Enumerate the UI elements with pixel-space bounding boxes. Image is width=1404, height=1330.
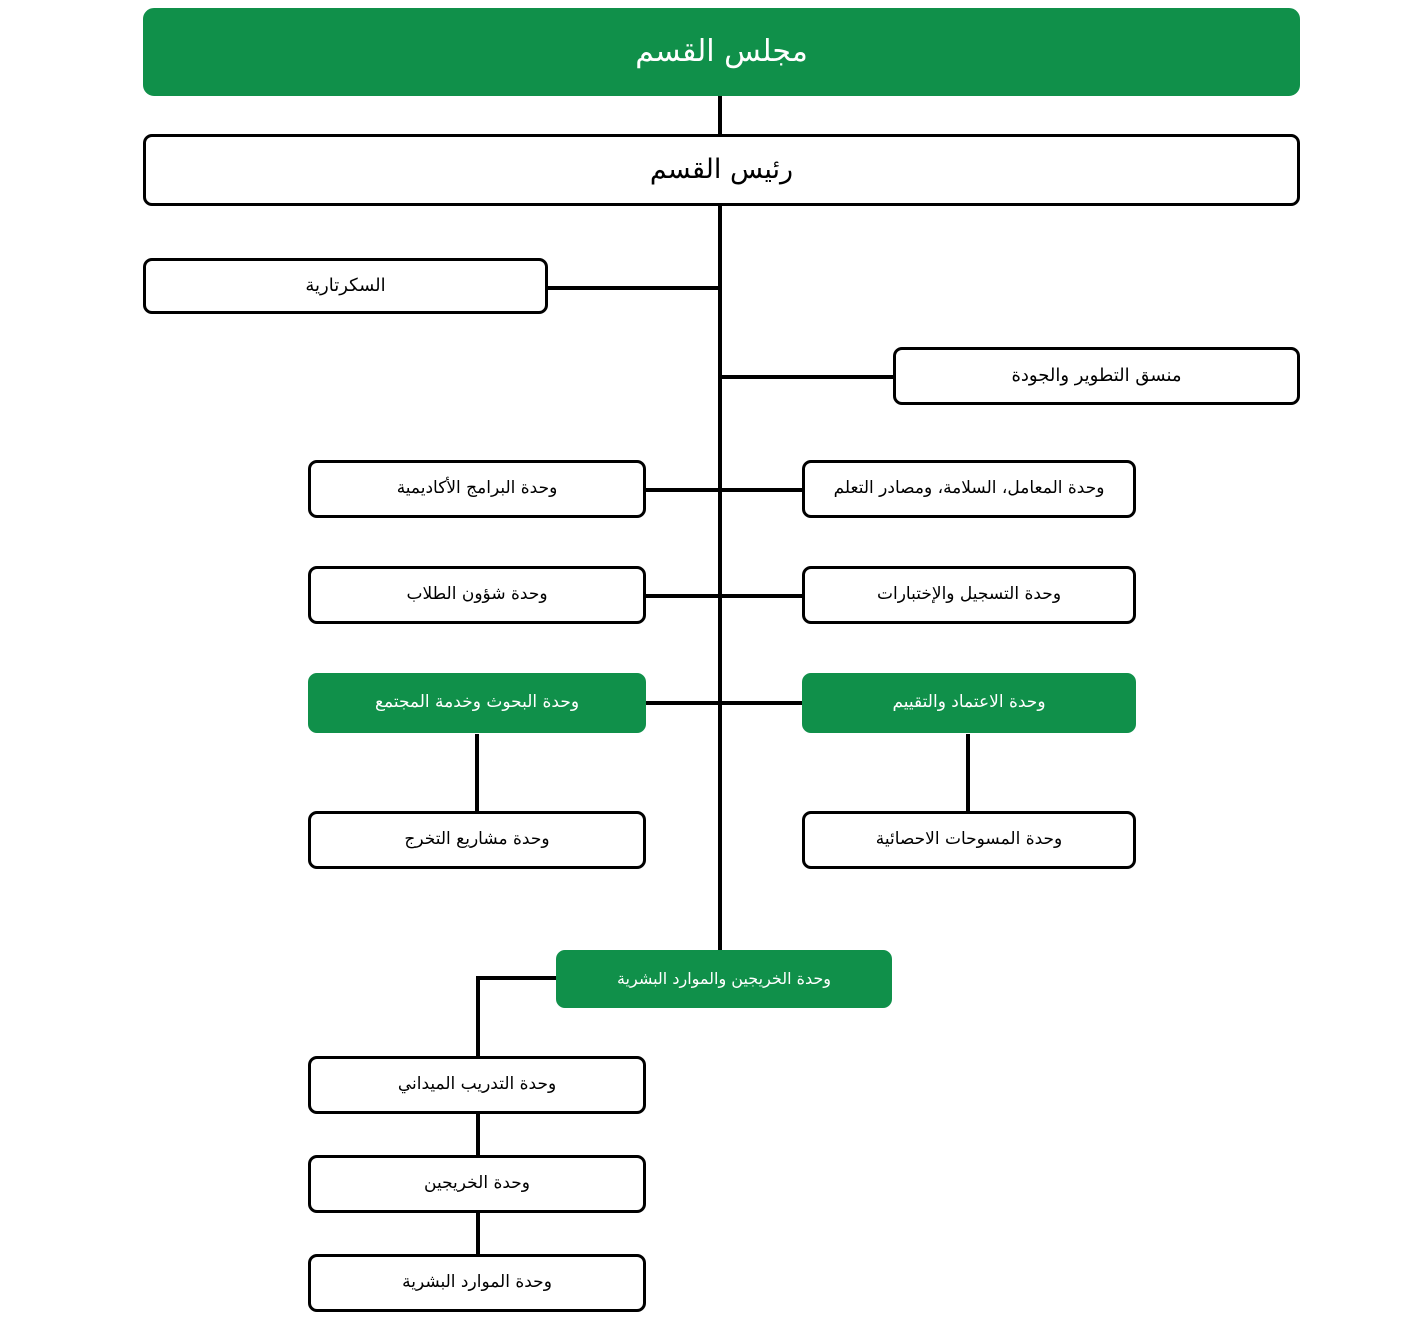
connector-row1-left: [644, 488, 722, 492]
connector-row3-left: [644, 701, 722, 705]
node-research-community-service-unit[interactable]: وحدة البحوث وخدمة المجتمع: [308, 673, 646, 733]
connector-hr-elbow-horizontal: [476, 976, 558, 980]
node-label: وحدة البرامج الأكاديمية: [396, 478, 558, 499]
node-secretariat[interactable]: السكرتارية: [143, 258, 548, 314]
node-student-affairs-unit[interactable]: وحدة شؤون الطلاب: [308, 566, 646, 624]
node-label: وحدة البحوث وخدمة المجتمع: [374, 692, 580, 713]
node-label: وحدة المعامل، السلامة، ومصادر التعلم: [833, 478, 1105, 499]
node-department-head[interactable]: رئيس القسم: [143, 134, 1300, 206]
node-graduates-human-resources-unit[interactable]: وحدة الخريجين والموارد البشرية: [556, 950, 892, 1008]
node-graduates-unit[interactable]: وحدة الخريجين: [308, 1155, 646, 1213]
connector-quality-coordinator: [718, 375, 896, 379]
connector-spine-main: [718, 96, 722, 952]
node-label: وحدة الخريجين: [424, 1173, 530, 1194]
node-label: وحدة شؤون الطلاب: [406, 584, 548, 605]
node-field-training-unit[interactable]: وحدة التدريب الميداني: [308, 1056, 646, 1114]
node-human-resources-unit[interactable]: وحدة الموارد البشرية: [308, 1254, 646, 1312]
node-department-council[interactable]: مجلس القسم: [143, 8, 1300, 96]
node-label: السكرتارية: [305, 274, 386, 296]
connector-accreditation-to-surveys: [966, 734, 970, 812]
connector-research-to-graduation-projects: [475, 734, 479, 812]
node-label: وحدة الموارد البشرية: [402, 1272, 552, 1293]
node-label: رئيس القسم: [649, 154, 794, 186]
node-label: منسق التطوير والجودة: [1011, 364, 1182, 386]
node-quality-development-coordinator[interactable]: منسق التطوير والجودة: [893, 347, 1300, 405]
node-accreditation-evaluation-unit[interactable]: وحدة الاعتماد والتقييم: [802, 673, 1136, 733]
node-registration-exams-unit[interactable]: وحدة التسجيل والإختبارات: [802, 566, 1136, 624]
connector-row1-right: [718, 488, 806, 492]
node-graduation-projects-unit[interactable]: وحدة مشاريع التخرج: [308, 811, 646, 869]
node-statistical-surveys-unit[interactable]: وحدة المسوحات الاحصائية: [802, 811, 1136, 869]
connector-field-training-to-graduates: [476, 1113, 480, 1157]
node-label: وحدة التسجيل والإختبارات: [876, 584, 1062, 605]
connector-row2-right: [718, 594, 806, 598]
connector-graduates-to-human-resources: [476, 1212, 480, 1256]
connector-row3-right: [718, 701, 806, 705]
node-academic-programs-unit[interactable]: وحدة البرامج الأكاديمية: [308, 460, 646, 518]
connector-secretariat: [546, 286, 722, 290]
node-label: وحدة التدريب الميداني: [397, 1074, 557, 1095]
node-label: مجلس القسم: [635, 33, 808, 69]
connector-hr-elbow-vertical: [476, 976, 480, 1058]
connector-row2-left: [644, 594, 722, 598]
node-label: وحدة الخريجين والموارد البشرية: [616, 968, 832, 988]
node-label: وحدة مشاريع التخرج: [404, 829, 550, 850]
node-labs-safety-learning-resources-unit[interactable]: وحدة المعامل، السلامة، ومصادر التعلم: [802, 460, 1136, 518]
node-label: وحدة الاعتماد والتقييم: [892, 692, 1046, 713]
node-label: وحدة المسوحات الاحصائية: [875, 829, 1063, 850]
